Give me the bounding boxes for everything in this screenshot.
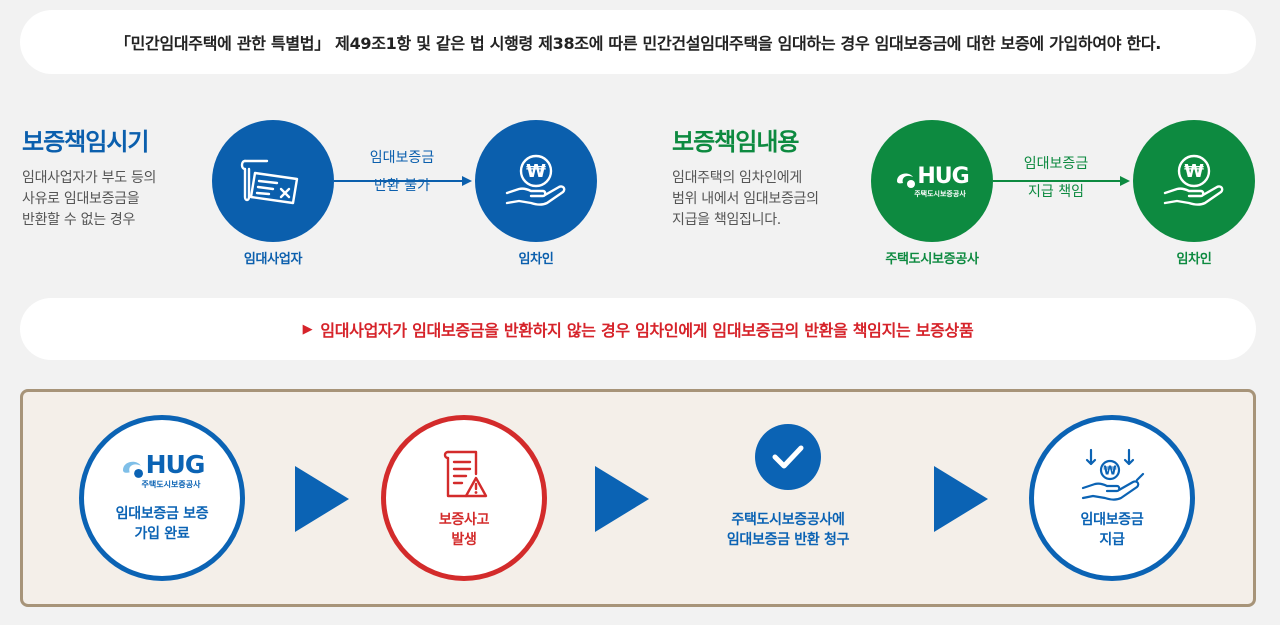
step-4-label: 임대보증금 지급 xyxy=(1080,512,1144,548)
summary-text: 임대사업자가 임대보증금을 반환하지 않는 경우 임차인에게 임대보증금의 반환… xyxy=(320,321,974,340)
document-contract-icon xyxy=(240,159,299,205)
right-arrow-label: 임대보증금 지급 책임 xyxy=(1023,156,1089,200)
check-icon xyxy=(755,424,821,490)
left-section-title: 보증책임시기 xyxy=(22,128,149,156)
tenant-circle-left: ₩ xyxy=(475,120,597,242)
tenant-circle-right: ₩ xyxy=(1133,120,1255,242)
svg-text:₩: ₩ xyxy=(1103,464,1117,478)
intro-banner: 「민간임대주택에 관한 특별법」 제49조1항 및 같은 법 시행령 제38조에… xyxy=(20,10,1256,74)
svg-text:₩: ₩ xyxy=(526,161,546,182)
hand-receive-money-icon: ₩ xyxy=(1081,448,1145,501)
play-arrow-icon xyxy=(595,466,649,532)
landlord-circle xyxy=(212,120,334,242)
hug-logo-text: HUG xyxy=(917,163,969,189)
play-arrow-icon: ▶ xyxy=(302,321,313,337)
play-arrow-icon xyxy=(934,466,988,532)
right-arrow-line xyxy=(993,180,1121,182)
right-section-title: 보증책임내용 xyxy=(672,128,799,156)
won-hand-icon: ₩ xyxy=(505,154,566,206)
process-box: HUG 주택도시보증공사 임대보증금 보증 가입 완료 보증사고 발생 xyxy=(20,389,1256,607)
step-3: 주택도시보증공사에 임대보증금 반환 청구 xyxy=(683,415,893,581)
won-hand-icon: ₩ xyxy=(1163,154,1224,206)
step-4-circle: ₩ 임대보증금 지급 xyxy=(1029,415,1195,581)
hug-logo-subtext: 주택도시보증공사 xyxy=(914,189,966,198)
landlord-label: 임대사업자 xyxy=(243,252,303,267)
play-arrow-icon xyxy=(295,466,349,532)
left-arrow-label: 임대보증금 반환 불가 xyxy=(369,150,435,194)
step-1-circle: HUG 주택도시보증공사 임대보증금 보증 가입 완료 xyxy=(79,415,245,581)
summary-banner: ▶ 임대사업자가 임대보증금을 반환하지 않는 경우 임차인에게 임대보증금의 … xyxy=(20,298,1256,360)
step-3-label: 주택도시보증공사에 임대보증금 반환 청구 xyxy=(726,512,850,548)
step-1-label: 임대보증금 보증 가입 완료 xyxy=(115,506,209,542)
hug-label: 주택도시보증공사 xyxy=(885,252,979,267)
tenant-label-left: 임차인 xyxy=(518,252,554,267)
svg-text:₩: ₩ xyxy=(1184,161,1204,182)
hug-logo: HUG 주택도시보증공사 xyxy=(120,450,205,490)
hug-circle: HUG 주택도시보증공사 xyxy=(871,120,993,242)
right-arrow-head xyxy=(1120,176,1130,186)
hug-swirl-icon xyxy=(897,173,916,188)
tenant-label-right: 임차인 xyxy=(1176,252,1212,267)
hug-logo-text: HUG xyxy=(145,450,206,479)
hug-swirl-icon xyxy=(122,461,143,478)
left-arrow-head xyxy=(462,176,472,186)
hug-logo-subtext: 주택도시보증공사 xyxy=(141,480,201,489)
right-section-desc: 임대주택의 임차인에게 범위 내에서 임대보증금의 지급을 책임집니다. xyxy=(672,170,819,228)
left-arrow-line xyxy=(334,180,464,182)
warning-document-icon xyxy=(443,450,488,498)
left-section-desc: 임대사업자가 부도 등의 사유로 임대보증금을 반환할 수 없는 경우 xyxy=(22,170,157,228)
hug-logo: HUG 주택도시보증공사 xyxy=(895,163,970,199)
intro-text: 「민간임대주택에 관한 특별법」 제49조1항 및 같은 법 시행령 제38조에… xyxy=(114,34,1162,53)
step-2-circle: 보증사고 발생 xyxy=(381,415,547,581)
step-2-label: 보증사고 발생 xyxy=(438,512,490,548)
